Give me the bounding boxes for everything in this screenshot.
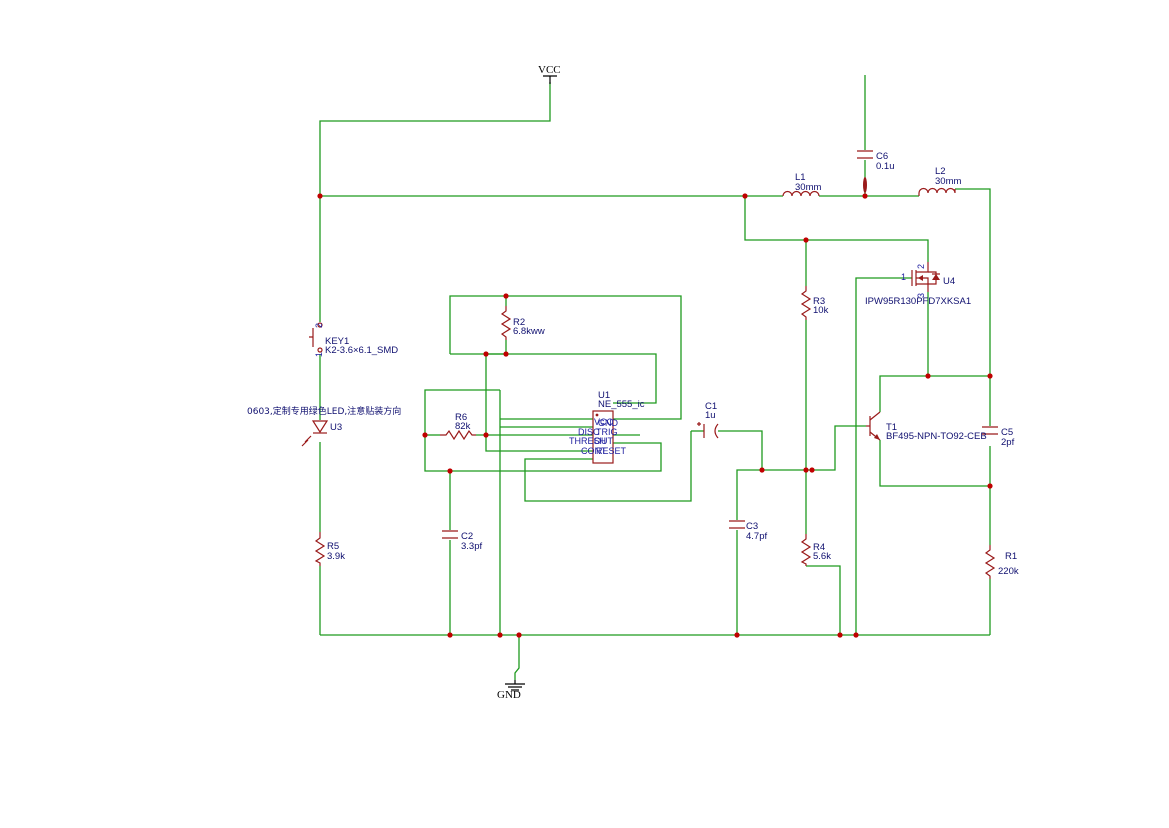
u1-pin-cont: CONT (581, 446, 607, 456)
t1-value: BF495-NPN-TO92-CEB (886, 431, 987, 442)
u1-pin-trig: TRIG (596, 427, 618, 437)
key1-value: K2-3.6×6.1_SMD (325, 345, 398, 356)
c2-value: 3.3pf (461, 541, 482, 552)
c1-ref: C1 (705, 401, 717, 412)
wires (319, 75, 991, 680)
c6-ref: C6 (876, 151, 888, 162)
key1-switch: 2 1 KEY1 K2-3.6×6.1_SMD (309, 322, 398, 357)
key1-pin1: 1 (314, 352, 324, 357)
r6-resistor: R6 82k (440, 412, 476, 441)
u1-pin-out: OUT (594, 436, 614, 446)
u4-pin2: 2 (916, 264, 926, 269)
r3-ref: R3 (813, 296, 825, 307)
c3-capacitor: C3 4.7pf (729, 520, 767, 542)
c1-capacitor: C1 1u (697, 401, 719, 439)
c3-ref: C3 (746, 521, 758, 532)
c2-capacitor: C2 3.3pf (442, 530, 482, 552)
t1-ref: T1 (886, 422, 897, 433)
key1-ref: KEY1 (325, 336, 349, 347)
key1-pin2: 2 (314, 323, 324, 328)
t1-npn-transistor: T1 BF495-NPN-TO92-CEB (866, 411, 987, 442)
c2-ref: C2 (461, 531, 473, 542)
l2-value: 30mm (935, 176, 961, 187)
r6-ref: R6 (455, 412, 467, 423)
u3-led: 0603,定制专用绿色LED,注意贴装方向 U3 (247, 405, 401, 447)
r5-value: 3.9k (327, 551, 345, 562)
vcc-symbol: VCC (538, 64, 561, 84)
gnd-label: GND (497, 689, 521, 701)
l1-ref: L1 (795, 172, 806, 183)
gnd-symbol: GND (497, 680, 525, 701)
l2-inductor: L2 30mm (918, 166, 961, 196)
u1-pin-gnd: GND (598, 418, 619, 428)
r1-value: 220k (998, 566, 1019, 577)
c6-capacitor: C6 0.1u (857, 150, 895, 193)
u3-ref: U3 (330, 422, 342, 433)
r1-ref: R1 (1005, 551, 1017, 562)
u1-value: NE_555_ic (598, 399, 645, 410)
c5-ref: C5 (1001, 427, 1013, 438)
r2-ref: R2 (513, 317, 525, 328)
u1-ne555: U1 NE_555_ic VCC GND DISC TRIG THRESH OU… (569, 390, 645, 464)
u4-mosfet: 1 2 3 U4 IPW95R130PFD7XKSA1 (865, 262, 971, 307)
r1-resistor: R1 220k (984, 545, 1019, 579)
r3-resistor: R3 10k (800, 286, 829, 320)
vcc-label: VCC (538, 64, 561, 76)
u1-pin-thresh: THRESH (569, 436, 606, 446)
c1-value: 1u (705, 410, 716, 421)
u4-ref: U4 (943, 276, 955, 287)
r2-resistor: R2 6.8kww (500, 306, 545, 340)
r5-ref: R5 (327, 541, 339, 552)
r5-resistor: R5 3.9k (314, 532, 345, 566)
u4-pin3: 3 (916, 293, 926, 298)
r2-value: 6.8kww (513, 326, 545, 337)
r3-value: 10k (813, 305, 829, 316)
r6-value: 82k (455, 421, 471, 432)
l1-value: 30mm (795, 182, 821, 193)
u3-note: 0603,定制专用绿色LED,注意贴装方向 (247, 405, 401, 417)
l2-ref: L2 (935, 166, 946, 177)
c3-value: 4.7pf (746, 531, 767, 542)
u1-pin-reset: RESET (596, 446, 627, 456)
r4-ref: R4 (813, 542, 825, 553)
c5-capacitor: C5 2pf (982, 426, 1015, 448)
r4-value: 5.6k (813, 551, 831, 562)
c6-value: 0.1u (876, 161, 895, 172)
u4-pin1: 1 (901, 272, 906, 282)
u4-value: IPW95R130PFD7XKSA1 (865, 296, 971, 307)
junctions (317, 193, 993, 638)
l1-inductor: L1 30mm (782, 172, 821, 197)
c5-value: 2pf (1001, 437, 1015, 448)
r4-resistor: R4 5.6k (800, 534, 831, 566)
u1-pin-disc: DISC (578, 427, 600, 437)
u1-ref: U1 (598, 390, 610, 401)
u1-pin-vcc: VCC (594, 417, 614, 427)
